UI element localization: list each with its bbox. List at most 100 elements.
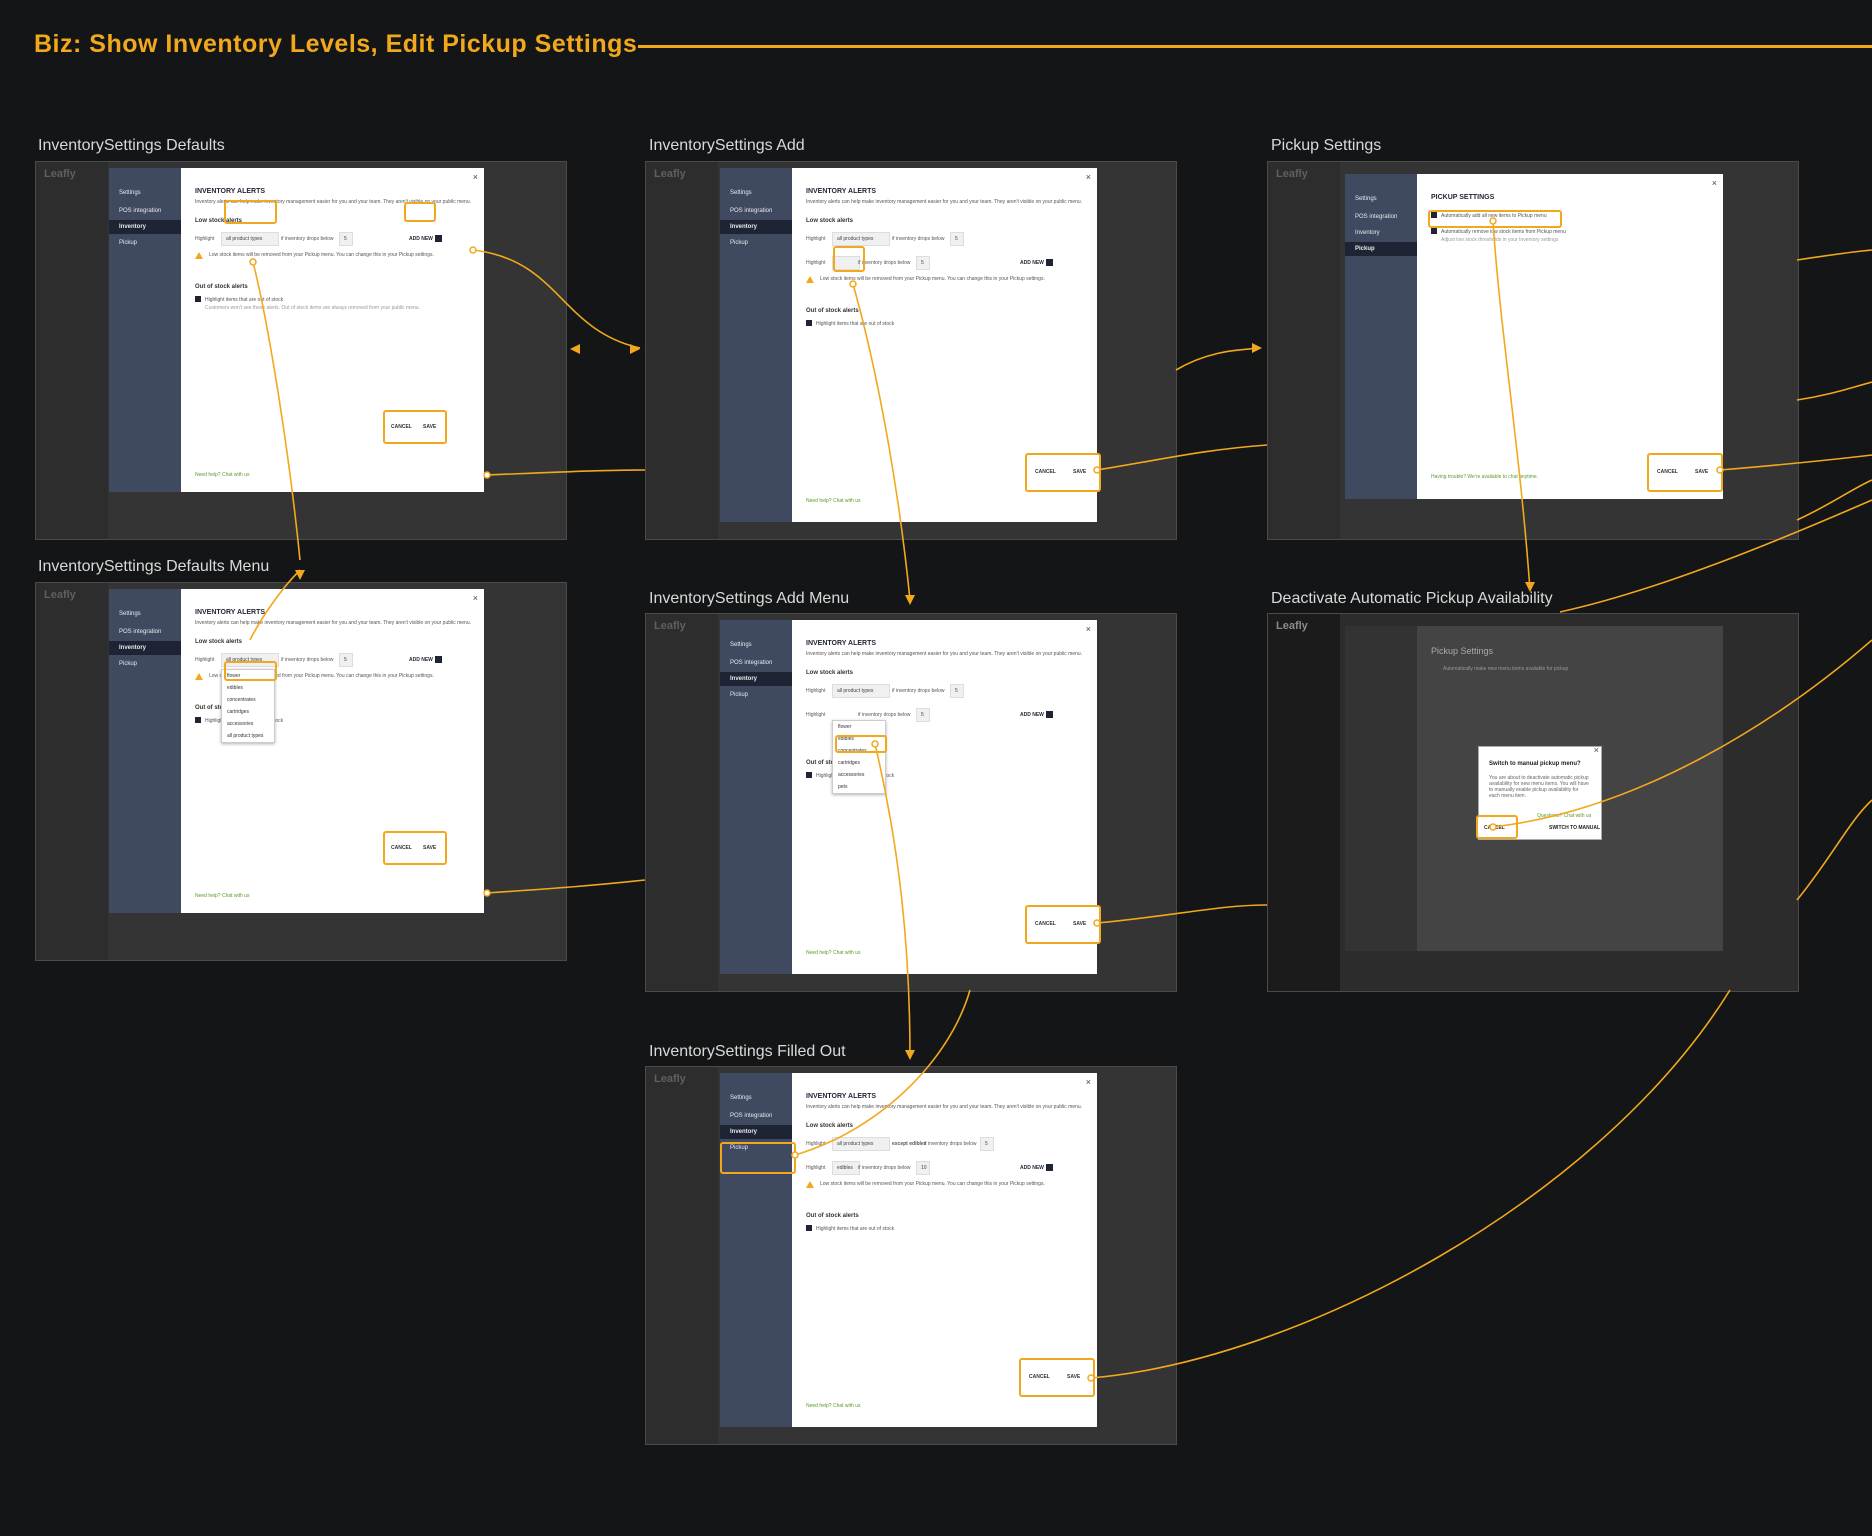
oos-checkbox[interactable] [195, 296, 201, 302]
dropdown-item[interactable]: all product types [227, 733, 264, 739]
dialog-help-link[interactable]: Questions? Chat with us [1537, 813, 1592, 819]
cancel-button[interactable]: CANCEL [1657, 469, 1678, 475]
drops-below-label-2: if inventory drops below [858, 712, 911, 718]
product-type-select-2[interactable] [832, 256, 860, 270]
help-link[interactable]: Need help? Chat with us [806, 1403, 861, 1409]
sidebar-item-pos[interactable]: POS integration [1355, 214, 1398, 220]
qty-input-2[interactable]: 5 [916, 256, 930, 270]
product-type-select[interactable]: all product types [832, 1137, 890, 1151]
dropdown-item[interactable]: cartridges [838, 760, 860, 766]
help-link[interactable]: Need help? Chat with us [195, 472, 250, 478]
wire-defaults-save [486, 469, 646, 476]
oos-desc: Customers won't see these alerts. Out of… [205, 305, 420, 311]
product-type-select[interactable]: all product types [832, 684, 890, 698]
close-icon[interactable]: × [1085, 624, 1091, 634]
close-icon[interactable]: × [1593, 745, 1599, 755]
cancel-button[interactable]: CANCEL [1035, 921, 1056, 927]
cancel-button[interactable]: CANCEL [1035, 469, 1056, 475]
sidebar-item-pickup[interactable]: Pickup [1355, 246, 1375, 252]
oos-checkbox[interactable] [806, 1225, 812, 1231]
qty-input[interactable]: 5 [339, 232, 353, 246]
wire-node [249, 258, 257, 266]
help-link[interactable]: Need help? Chat with us [806, 498, 861, 504]
switch-manual-button[interactable]: SWITCH TO MANUAL [1549, 825, 1601, 831]
close-icon[interactable]: × [1085, 1077, 1091, 1087]
close-icon[interactable]: × [1085, 172, 1091, 182]
dropdown-item[interactable]: edibles [227, 685, 243, 691]
qty-input-2[interactable]: 10 [916, 1161, 930, 1175]
qty-input[interactable]: 5 [950, 684, 964, 698]
sidebar-item-inventory[interactable]: Inventory [730, 676, 758, 682]
add-new-button[interactable]: ADD NEW [1020, 711, 1053, 718]
add-new-button[interactable]: ADD NEW [409, 656, 442, 663]
close-icon[interactable]: × [472, 593, 478, 603]
sidebar-item-inventory[interactable]: Inventory [119, 645, 147, 651]
add-new-button[interactable]: ADD NEW [1020, 259, 1053, 266]
oos-checkbox[interactable] [806, 320, 812, 326]
product-type-select[interactable]: all product types [221, 653, 279, 667]
sidebar-item-pickup[interactable]: Pickup [119, 661, 138, 667]
help-link[interactable]: Need help? Chat with us [195, 893, 250, 899]
dropdown-item[interactable]: edibles [838, 736, 854, 742]
save-button[interactable]: SAVE [1067, 1374, 1081, 1380]
sidebar-item-pos[interactable]: POS integration [119, 208, 162, 214]
dropdown-item[interactable]: accessories [838, 772, 865, 778]
save-button[interactable]: SAVE [1073, 469, 1087, 475]
dropdown-item[interactable]: pets [838, 784, 848, 790]
close-icon[interactable]: × [472, 172, 478, 182]
pickup-opt1-checkbox[interactable] [1431, 212, 1437, 218]
frame-label-filled: InventorySettings Filled Out [649, 1043, 846, 1060]
dropdown-item[interactable]: accessories [227, 721, 254, 727]
cancel-button[interactable]: CANCEL [1029, 1374, 1050, 1380]
sidebar-item-pos[interactable]: POS integration [119, 629, 162, 635]
pickup-help-link[interactable]: Having trouble? We're available to chat … [1431, 474, 1539, 480]
dropdown-item[interactable]: flower [227, 673, 241, 679]
wire-node [1716, 466, 1724, 474]
cancel-button[interactable]: CANCEL [391, 424, 412, 430]
highlight-opt1 [1428, 210, 1562, 228]
sidebar-item-pickup[interactable]: Pickup [730, 692, 749, 698]
product-type-select-2[interactable]: edibles [832, 1161, 860, 1175]
sidebar-item-pickup[interactable]: Pickup [730, 1145, 749, 1151]
sidebar-item-pos[interactable]: POS integration [730, 208, 773, 214]
frame-label-defaults: InventorySettings Defaults [38, 137, 225, 154]
sidebar-item-pos[interactable]: POS integration [730, 1113, 773, 1119]
dropdown-item[interactable]: cartridges [227, 709, 249, 715]
save-button[interactable]: SAVE [423, 424, 437, 430]
sidebar-item-inventory[interactable]: Inventory [730, 1129, 758, 1135]
highlight-label-2: Highlight [806, 260, 826, 266]
qty-input-2[interactable]: 5 [916, 708, 930, 722]
dropdown-item[interactable]: flower [838, 724, 852, 730]
sidebar-item-pos[interactable]: POS integration [730, 660, 773, 666]
sidebar-item-pickup[interactable]: Pickup [730, 240, 749, 246]
oos-checkbox[interactable] [195, 717, 201, 723]
save-button[interactable]: SAVE [1073, 921, 1087, 927]
sidebar-item-inventory[interactable]: Inventory [1355, 230, 1380, 236]
dropdown-item[interactable]: concentrates [227, 697, 256, 703]
oos-label: Highlight items that are out of stock [816, 321, 895, 327]
pickup-opt2-checkbox[interactable] [1431, 228, 1437, 234]
add-new-button[interactable]: ADD NEW [409, 235, 442, 242]
sidebar-item-pickup[interactable]: Pickup [119, 240, 138, 246]
help-link[interactable]: Need help? Chat with us [806, 950, 861, 956]
oos-checkbox[interactable] [806, 772, 812, 778]
sidebar-item-inventory[interactable]: Inventory [119, 224, 147, 230]
qty-input[interactable]: 5 [950, 232, 964, 246]
qty-input[interactable]: 5 [339, 653, 353, 667]
pickup-opt2-desc: Adjust low stock thresholds in your Inve… [1441, 237, 1559, 243]
cancel-button[interactable]: CANCEL [391, 845, 412, 851]
sidebar-item-inventory[interactable]: Inventory [730, 224, 758, 230]
inventory-heading: INVENTORY ALERTS [806, 1093, 877, 1100]
add-new-button[interactable]: ADD NEW [1020, 1164, 1053, 1171]
close-icon[interactable]: × [1711, 178, 1717, 188]
sidebar-title: Settings [119, 190, 141, 196]
wire-addmenu-save [1096, 904, 1268, 924]
product-type-select[interactable]: all product types [221, 232, 279, 246]
product-type-select[interactable]: all product types [832, 232, 890, 246]
pickup-modal: Settings POS integration Inventory Picku… [1345, 174, 1723, 499]
qty-input[interactable]: 5 [980, 1137, 994, 1151]
save-button[interactable]: SAVE [423, 845, 437, 851]
oos-label: Highlight items that are out of stock [205, 297, 284, 303]
save-button[interactable]: SAVE [1695, 469, 1709, 475]
plus-icon [1045, 259, 1053, 266]
